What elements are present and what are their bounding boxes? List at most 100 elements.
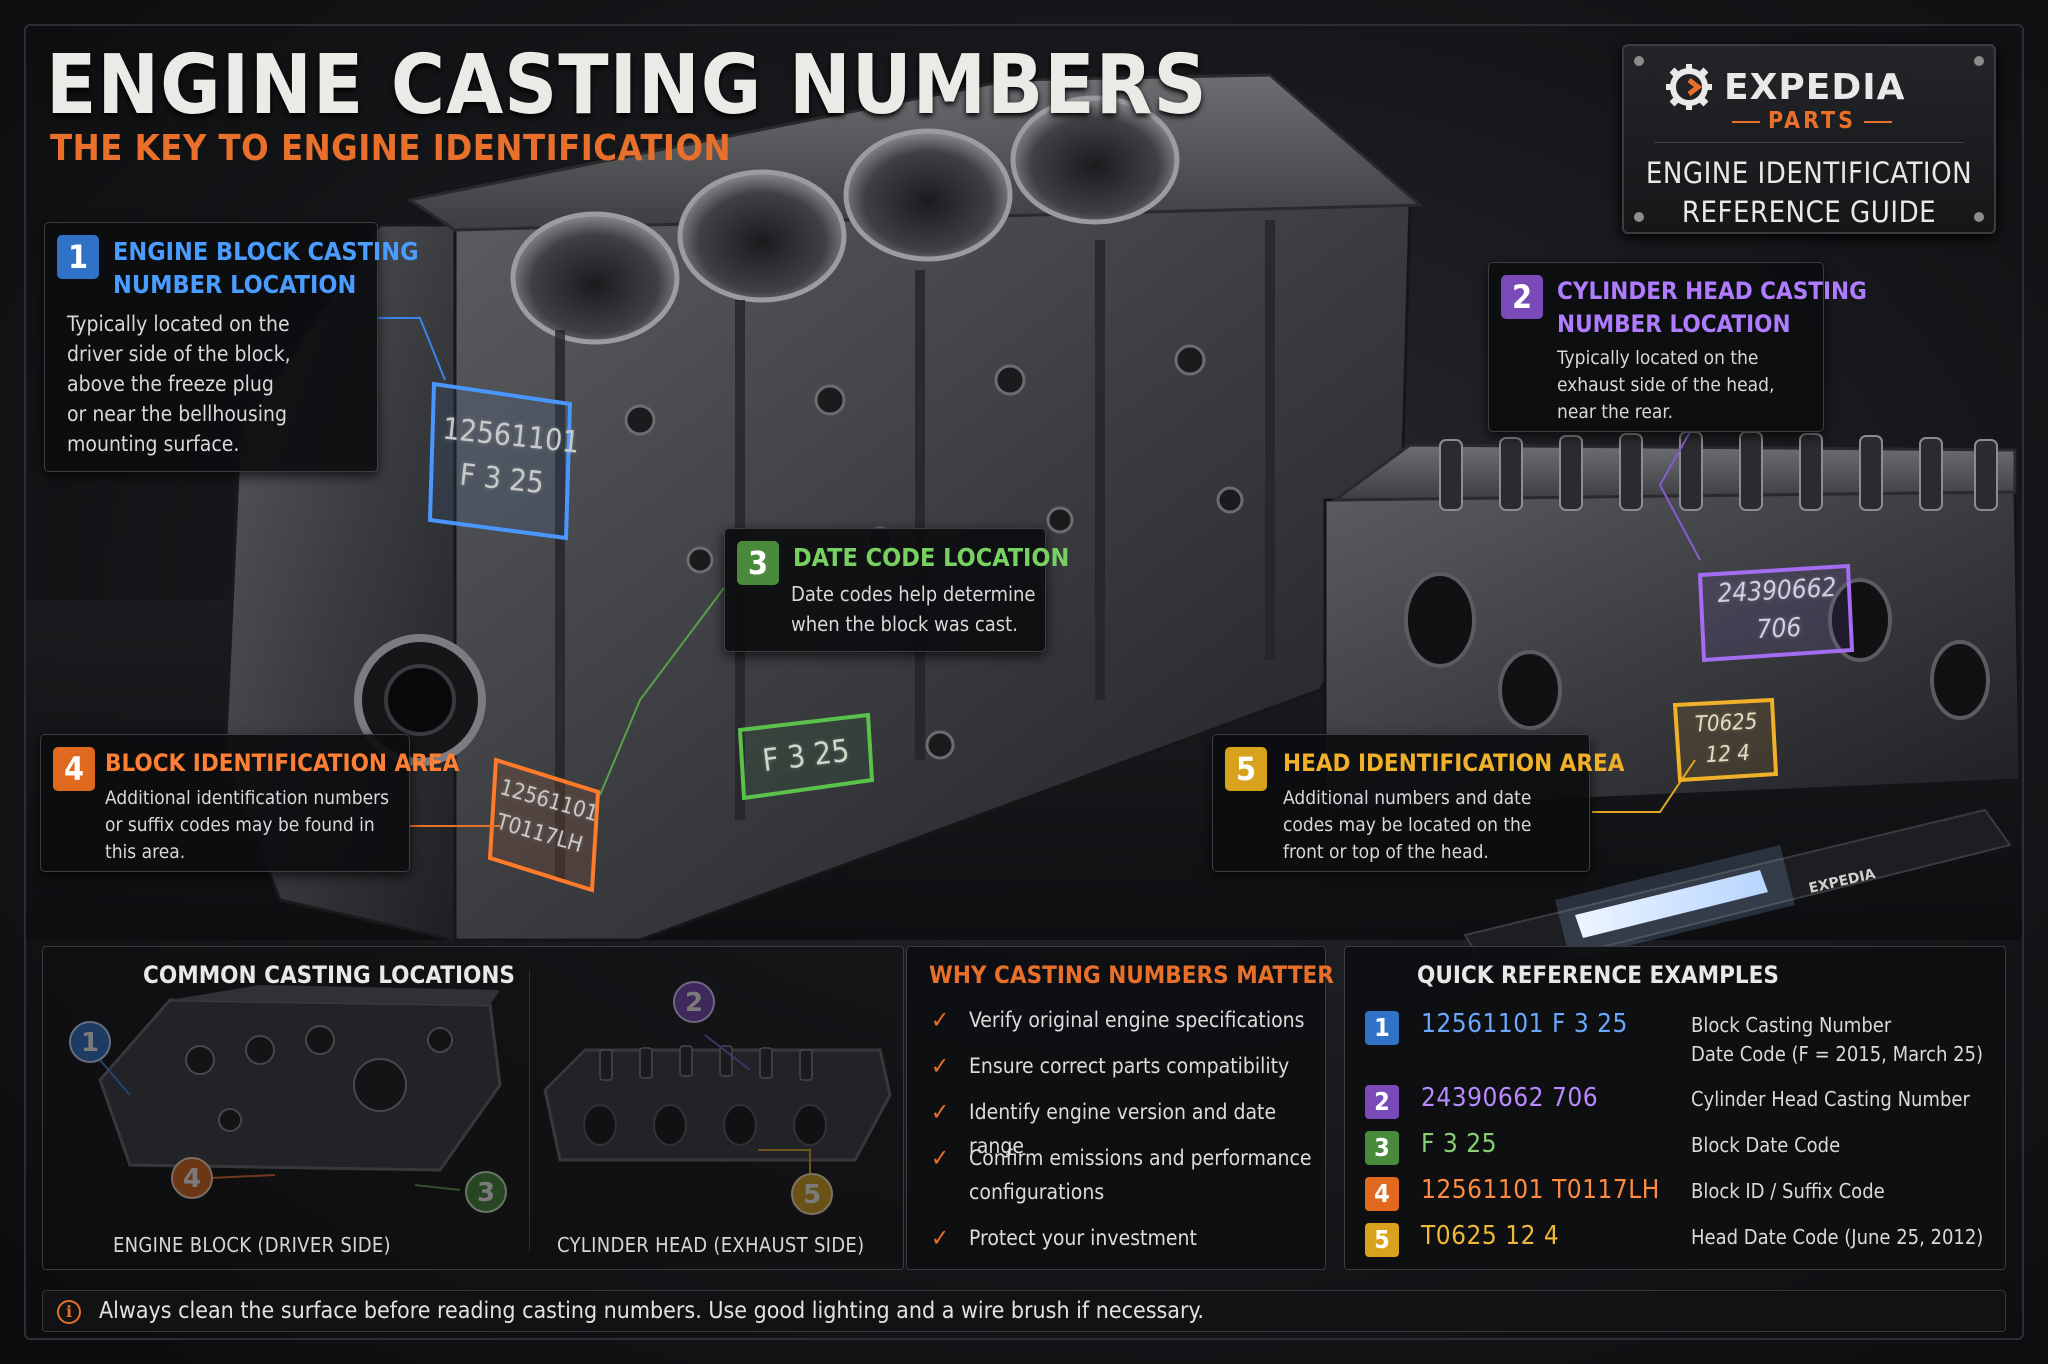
body-line: front or top of the head. — [1283, 841, 1489, 863]
matter-text: Identify engine version and date range — [969, 1100, 1277, 1158]
callout-body: Additional numbers and date codes may be… — [1283, 785, 1531, 866]
stamp-line: 706 — [1755, 612, 1803, 646]
callout-head-identification-area: 5 HEAD IDENTIFICATION AREA Additional nu… — [1212, 734, 1624, 872]
leader-line-5 — [1592, 759, 1696, 813]
guide-line: REFERENCE GUIDE — [1681, 195, 1937, 229]
panel-title: WHY CASTING NUMBERS MATTER — [929, 961, 1334, 989]
matter-text: Protect your investment — [969, 1226, 1197, 1250]
quick-reference-panel: QUICK REFERENCE EXAMPLES 1 12561101 F 3 … — [1344, 946, 2006, 1270]
description-line: Block Date Code — [1691, 1133, 1841, 1157]
reference-description: Block Date Code — [1691, 1131, 1840, 1160]
callout-body: Typically located on the driver side of … — [67, 309, 291, 459]
body-line: or near the bellhousing — [67, 402, 287, 426]
matter-item: ✓ Confirm emissions and performance conf… — [931, 1141, 1312, 1209]
description-line: Head Date Code (June 25, 2012) — [1691, 1225, 1984, 1249]
cylinder-bore — [843, 128, 1013, 262]
reference-description: Block Casting Number Date Code (F = 2015… — [1691, 1011, 1983, 1069]
body-line: Typically located on the — [1557, 347, 1759, 369]
stamp-block-casting: 12561101 F 3 25 — [436, 408, 581, 509]
reference-number: 1 — [1365, 1011, 1399, 1045]
checkmark-icon: ✓ — [931, 1006, 950, 1034]
callout-title: CYLINDER HEAD CASTING NUMBER LOCATION — [1557, 275, 1867, 341]
callout-body: Typically located on the exhaust side of… — [1557, 345, 1774, 426]
matter-text: Ensure correct parts compatibility — [969, 1054, 1290, 1078]
description-line: Block Casting Number — [1691, 1013, 1892, 1037]
page-title: ENGINE CASTING NUMBERS — [46, 38, 1208, 133]
stamp-frame-block-casting — [427, 381, 573, 541]
callout-number: 3 — [737, 541, 779, 585]
callout-title-line: NUMBER LOCATION — [1557, 310, 1791, 338]
stamp-frame-head-casting — [1697, 563, 1855, 663]
body-line: Typically located on the — [67, 312, 290, 336]
callout-title-line: CYLINDER HEAD CASTING — [1557, 277, 1867, 305]
matter-item: ✓ Identify engine version and date range — [931, 1095, 1325, 1163]
callout-block-casting-location: 1 ENGINE BLOCK CASTING NUMBER LOCATION T… — [44, 222, 419, 472]
reference-number: 3 — [1365, 1131, 1399, 1165]
description-line: Date Code (F = 2015, March 25) — [1691, 1042, 1984, 1066]
gear-icon — [1666, 64, 1712, 110]
callout-title: DATE CODE LOCATION — [793, 543, 1070, 572]
matter-text: Verify original engine specifications — [969, 1008, 1305, 1032]
reference-code: T0625 12 4 — [1421, 1221, 1560, 1251]
brand-parts: PARTS — [1724, 108, 1900, 134]
cylinder-bore — [510, 211, 680, 345]
reference-description: Block ID / Suffix Code — [1691, 1177, 1885, 1206]
stamp-frame-head-date — [1672, 697, 1779, 783]
stamp-line: 12 4 — [1705, 740, 1751, 769]
reference-code: F 3 25 — [1421, 1129, 1497, 1159]
info-icon: i — [57, 1300, 81, 1324]
body-line: this area. — [105, 841, 186, 863]
leader-line-2 — [1658, 431, 1701, 561]
body-line: exhaust side of the head, — [1557, 374, 1775, 396]
leader-line-1 — [378, 317, 446, 381]
stamp-frame-block-id — [487, 757, 601, 893]
callout-date-code-location: 3 DATE CODE LOCATION Date codes help det… — [724, 528, 1069, 652]
callout-number: 2 — [1501, 275, 1543, 319]
callout-title-line: NUMBER LOCATION — [113, 270, 357, 299]
head-top-face — [1330, 443, 2017, 502]
rivet — [1974, 56, 1984, 66]
tip-bar: i Always clean the surface before readin… — [42, 1290, 2006, 1332]
rivet — [1634, 212, 1644, 222]
body-line: mounting surface. — [67, 432, 240, 456]
stamp-line: T0625 — [1694, 709, 1759, 738]
checkmark-icon: ✓ — [931, 1144, 950, 1172]
stamp-line: 24390662 — [1716, 572, 1838, 610]
cylinder-bore — [1010, 95, 1180, 225]
guide-line: ENGINE IDENTIFICATION — [1645, 156, 1973, 190]
reference-code: 12561101 T0117LH — [1421, 1175, 1660, 1205]
rivet — [1974, 212, 1984, 222]
reference-code: 24390662 706 — [1421, 1083, 1599, 1113]
callout-number: 4 — [53, 747, 95, 791]
reference-code: 12561101 F 3 25 — [1421, 1009, 1628, 1039]
callout-title-line: ENGINE BLOCK CASTING — [113, 237, 419, 266]
callout-number: 5 — [1225, 747, 1267, 791]
matter-text: Confirm emissions and performance config… — [969, 1141, 1312, 1209]
body-line: near the rear. — [1557, 401, 1674, 423]
callout-title: BLOCK IDENTIFICATION AREA — [105, 749, 460, 777]
body-line: Date codes help determine — [791, 582, 1036, 606]
stamp-head-casting: 24390662 706 — [1706, 568, 1850, 651]
why-it-matters-panel: WHY CASTING NUMBERS MATTER ✓ Verify orig… — [906, 946, 1334, 1270]
reference-number: 4 — [1365, 1177, 1399, 1211]
body-line: Additional numbers and date — [1283, 787, 1532, 809]
body-line: above the freeze plug — [67, 372, 274, 396]
common-locations-panel: COMMON CASTING LOCATIONS ENGINE BLOCK (D… — [42, 946, 904, 1270]
matter-text-line: Confirm emissions and performance — [969, 1146, 1312, 1170]
cylinder-bore — [677, 169, 847, 303]
body-line: driver side of the block, — [67, 342, 291, 366]
callout-body: Additional identification numbers or suf… — [105, 785, 389, 866]
checkmark-icon: ✓ — [931, 1052, 950, 1080]
matter-item: ✓ Protect your investment — [931, 1221, 1197, 1255]
caption-cylinder-head: CYLINDER HEAD (EXHAUST SIDE) — [557, 1233, 865, 1257]
checkmark-icon: ✓ — [931, 1224, 950, 1252]
description-line: Cylinder Head Casting Number — [1691, 1087, 1970, 1111]
brand-name: EXPEDIA — [1724, 66, 1906, 108]
stamp-head-date: T0625 12 4 — [1678, 706, 1775, 773]
matter-text-line: configurations — [969, 1180, 1105, 1204]
page-subtitle: THE KEY TO ENGINE IDENTIFICATION — [50, 128, 732, 169]
matter-item: ✓ Verify original engine specifications — [931, 1003, 1304, 1037]
brand-guide-title: ENGINE IDENTIFICATION REFERENCE GUIDE — [1624, 154, 1994, 232]
panel-title: COMMON CASTING LOCATIONS — [143, 961, 515, 989]
